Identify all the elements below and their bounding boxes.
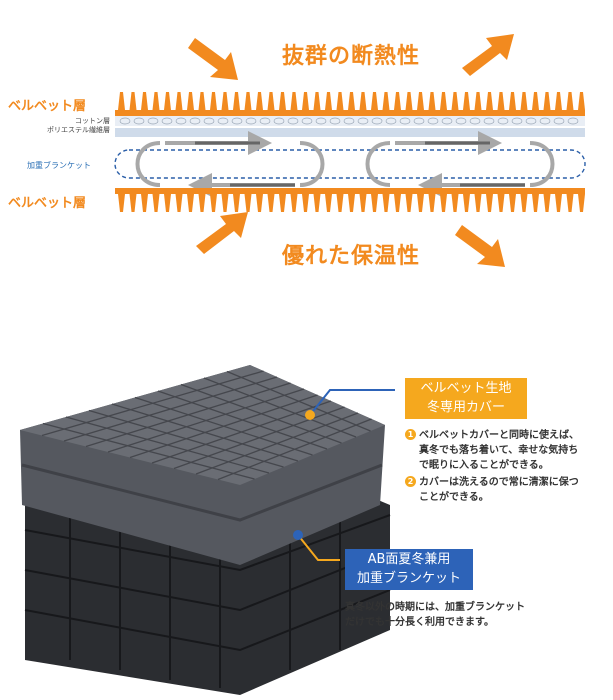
label-polyester: ポリエステル繊維層 [47,126,110,134]
callout-dot-blanket [293,530,303,540]
velvet-layer-bottom [115,188,585,212]
note3-line1: 真冬以外の時期には、加重ブランケット [345,602,525,613]
note1-line1: ベルベットカバーと同時に使えば、 [419,430,579,441]
callout-blanket-line1: AB面夏冬兼用 [367,552,451,567]
diagram-title-bottom: 優れた保温性 [282,244,421,269]
cotton-layer [115,116,585,126]
note3-line2: だけでも十分長く利用できます。 [345,617,494,628]
label-weighted-blanket: 加重ブランケット [27,161,91,170]
blanket-product-image [20,365,395,695]
weighted-blanket-layer [114,149,586,179]
callout-velvet-cover: ベルベット生地 冬専用カバー [405,378,527,419]
callout-line-blanket [297,534,340,561]
arrow-down-right-icon [188,38,238,80]
note-3: 真冬以外の時期には、加重ブランケット だけでも十分長く利用できます。 [345,600,585,630]
insulation-diagram [114,34,586,267]
note2-line1: カバーは洗えるので常に清潔に保つ [419,477,579,488]
velvet-layer-top [115,92,585,116]
note1-line3: で眠りに入ることができる。 [419,460,549,471]
label-velvet-bottom: ベルベット層 [8,196,87,211]
callout-velvet-line1: ベルベット生地 [420,381,512,396]
callout-dot-cover [305,410,315,420]
diagram-title-top: 抜群の断熱性 [282,44,421,69]
number-badge-1: 1 [405,429,416,440]
label-cotton: コットン層 [75,117,110,125]
callout-weighted-blanket: AB面夏冬兼用 加重ブランケット [345,549,473,590]
callout-velvet-line2: 冬専用カバー [426,400,505,415]
number-badge-2: 2 [405,476,416,487]
note1-line2: 真冬でも落ち着いて、幸せな気持ち [419,445,579,456]
label-velvet-top: ベルベット層 [8,99,87,114]
arrow-up-right-icon [196,212,248,254]
polyester-layer [115,128,585,137]
callout-blanket-line2: 加重ブランケット [356,571,461,586]
note2-line2: ことができる。 [419,492,489,503]
callout-line-cover [309,389,395,416]
arrow-down-right-icon [455,225,505,267]
cotton-fibers [119,117,579,125]
arrow-up-right-icon [462,34,514,76]
